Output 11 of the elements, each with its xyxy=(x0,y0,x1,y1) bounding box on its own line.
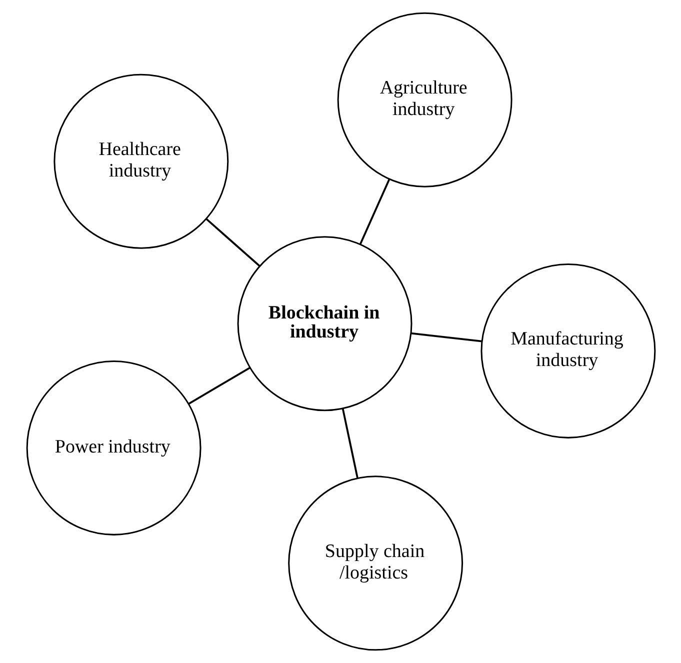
connector xyxy=(188,366,250,405)
node-circle: Power industry xyxy=(26,360,201,536)
connector xyxy=(410,332,482,342)
connector xyxy=(358,178,390,244)
node-circle: Manufacturing industry xyxy=(480,263,656,438)
connector xyxy=(205,218,260,267)
connector xyxy=(341,408,358,478)
node-circle: Healthcare industry xyxy=(53,74,228,249)
node-circle: Blockchain in industry xyxy=(236,236,412,412)
node-circle: Agriculture industry xyxy=(336,12,512,188)
node-circle: Supply chain /logistics xyxy=(288,476,463,651)
